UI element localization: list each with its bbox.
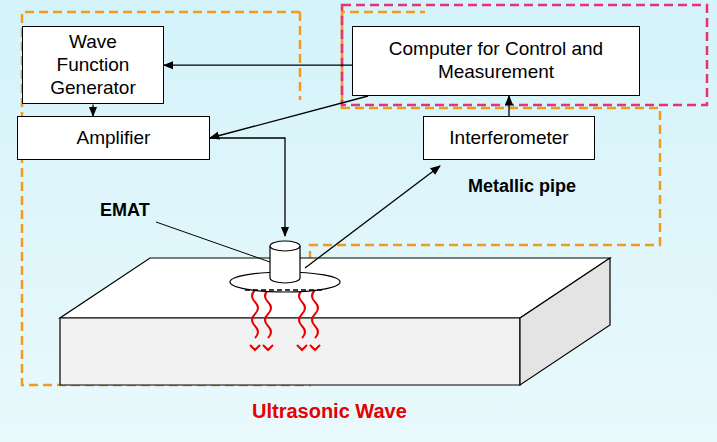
box-text: Amplifier: [77, 127, 151, 150]
arrow-connector: [508, 96, 509, 116]
part-label: Ultrasonic Wave: [252, 400, 407, 423]
signal-wire: [305, 166, 440, 268]
computer-box: Computer for Control and Measurement: [352, 26, 640, 96]
amplifier-box: Amplifier: [17, 116, 210, 160]
pipe-front: [60, 318, 520, 385]
arrow-connector: [210, 96, 368, 138]
arrow-connector: [164, 65, 352, 66]
emat-top: [270, 241, 300, 251]
interferometer-box: Interferometer: [423, 116, 595, 160]
generator-box: Wave Function Generator: [22, 26, 164, 104]
group-outline: [342, 5, 707, 105]
group-outline: [22, 12, 660, 385]
leader-line: [156, 222, 270, 262]
pipe-top: [60, 258, 610, 318]
part-label: Metallic pipe: [468, 176, 576, 197]
coil-line: [245, 289, 325, 291]
box-text: Wave Function Generator: [31, 31, 155, 99]
box-text: Interferometer: [449, 127, 568, 150]
signal-wire: [210, 138, 285, 236]
part-label: EMAT: [100, 200, 150, 221]
group-outline: [300, 12, 342, 108]
ultrasonic-wave: [250, 290, 320, 350]
arrow-connector: [92, 104, 93, 116]
pipe-side: [520, 258, 610, 385]
box-text: Computer for Control and Measurement: [361, 38, 631, 84]
